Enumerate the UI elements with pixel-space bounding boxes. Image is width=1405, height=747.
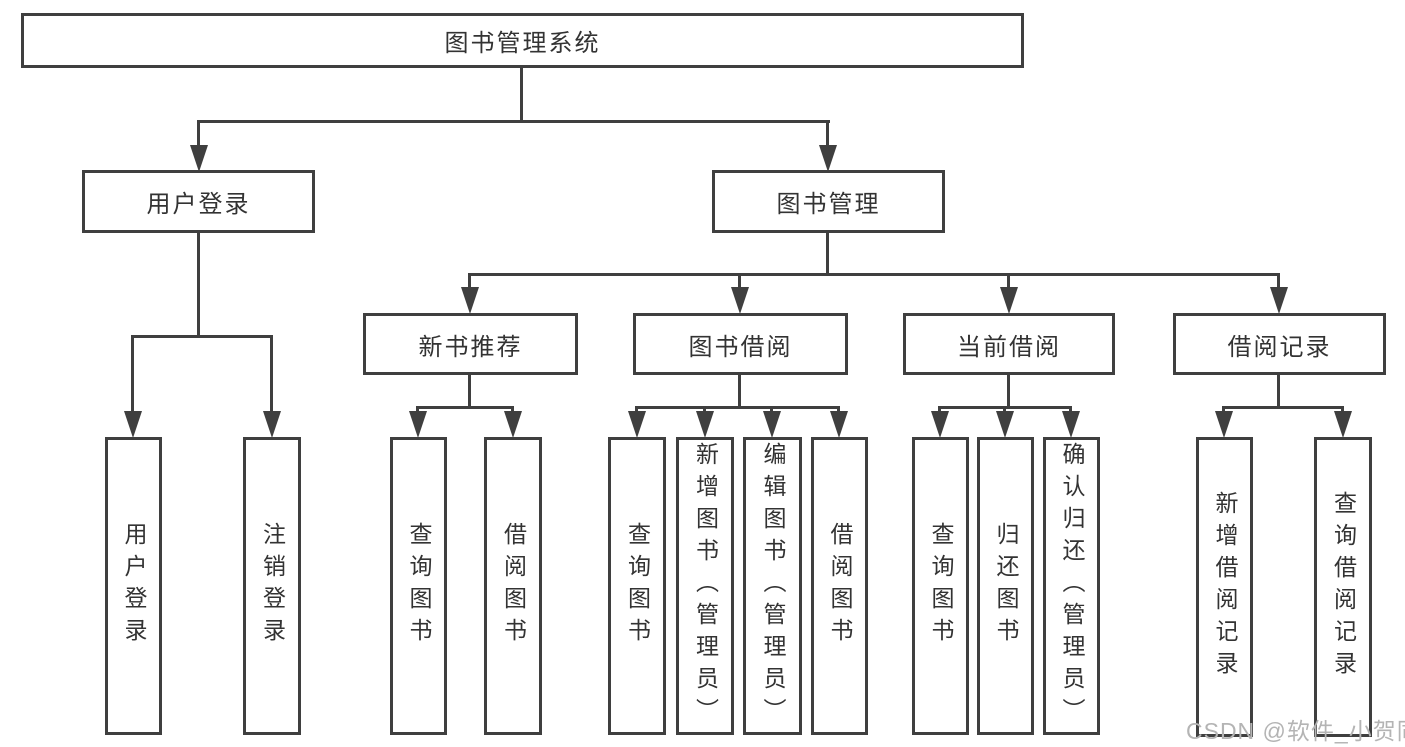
connector-line xyxy=(826,233,829,276)
connector-line xyxy=(738,375,741,409)
leaf-borrow-books-1: 借阅图书 xyxy=(484,437,542,735)
connector-arrowhead xyxy=(830,411,848,438)
leaf-add-book-admin: 新增图书（管理员） xyxy=(676,437,734,735)
leaf-query-books-2: 查询图书 xyxy=(608,437,666,735)
connector-arrowhead xyxy=(931,411,949,438)
connector-arrowhead xyxy=(1000,287,1018,314)
connector-arrowhead xyxy=(190,145,208,172)
connector-arrowhead xyxy=(461,287,479,314)
leaf-borrow-books-2: 借阅图书 xyxy=(811,437,868,735)
leaf-query-books-3: 查询图书 xyxy=(912,437,969,735)
connector-arrowhead xyxy=(1062,411,1080,438)
connector-arrowhead xyxy=(1334,411,1352,438)
connector-arrowhead xyxy=(819,145,837,172)
connector-arrowhead xyxy=(124,411,142,438)
node-book-borrowing: 图书借阅 xyxy=(633,313,848,375)
connector-line xyxy=(635,406,840,409)
connector-line xyxy=(1222,406,1344,409)
node-book-management: 图书管理 xyxy=(712,170,945,233)
connector-line xyxy=(520,67,523,123)
connector-line xyxy=(826,120,829,150)
connector-line xyxy=(197,120,830,123)
connector-arrowhead xyxy=(628,411,646,438)
connector-arrowhead xyxy=(996,411,1014,438)
node-borrow-records: 借阅记录 xyxy=(1173,313,1386,375)
connector-line xyxy=(468,375,471,409)
leaf-query-books-1: 查询图书 xyxy=(390,437,447,735)
leaf-edit-book-admin: 编辑图书（管理员） xyxy=(743,437,802,735)
connector-line xyxy=(1277,273,1280,293)
node-current-borrowing: 当前借阅 xyxy=(903,313,1115,375)
leaf-query-borrow-record: 查询借阅记录 xyxy=(1314,437,1372,737)
connector-line xyxy=(468,273,1280,276)
node-new-book-recommend: 新书推荐 xyxy=(363,313,578,375)
node-library-system: 图书管理系统 xyxy=(21,13,1024,68)
watermark: CSDN @软件_小贺同学 xyxy=(1186,718,1405,744)
connector-line xyxy=(1277,375,1280,409)
node-user-login: 用户登录 xyxy=(82,170,315,233)
connector-arrowhead xyxy=(763,411,781,438)
connector-line xyxy=(416,406,514,409)
leaf-confirm-return-admin: 确认归还（管理员） xyxy=(1043,437,1100,735)
leaf-add-borrow-record: 新增借阅记录 xyxy=(1196,437,1253,737)
connector-arrowhead xyxy=(696,411,714,438)
connector-line xyxy=(468,273,471,293)
connector-arrowhead xyxy=(263,411,281,438)
leaf-return-book: 归还图书 xyxy=(977,437,1034,735)
connector-arrowhead xyxy=(504,411,522,438)
connector-arrowhead xyxy=(1270,287,1288,314)
connector-line xyxy=(738,273,741,293)
connector-line xyxy=(197,233,200,338)
connector-line xyxy=(131,335,273,338)
connector-arrowhead xyxy=(731,287,749,314)
connector-line xyxy=(1007,273,1010,293)
connector-line xyxy=(1007,375,1010,409)
leaf-user-login: 用户登录 xyxy=(105,437,162,735)
connector-arrowhead xyxy=(409,411,427,438)
connector-line xyxy=(270,335,273,415)
connector-line xyxy=(131,335,134,415)
connector-arrowhead xyxy=(1215,411,1233,438)
leaf-logout: 注销登录 xyxy=(243,437,301,735)
connector-line xyxy=(197,120,200,150)
